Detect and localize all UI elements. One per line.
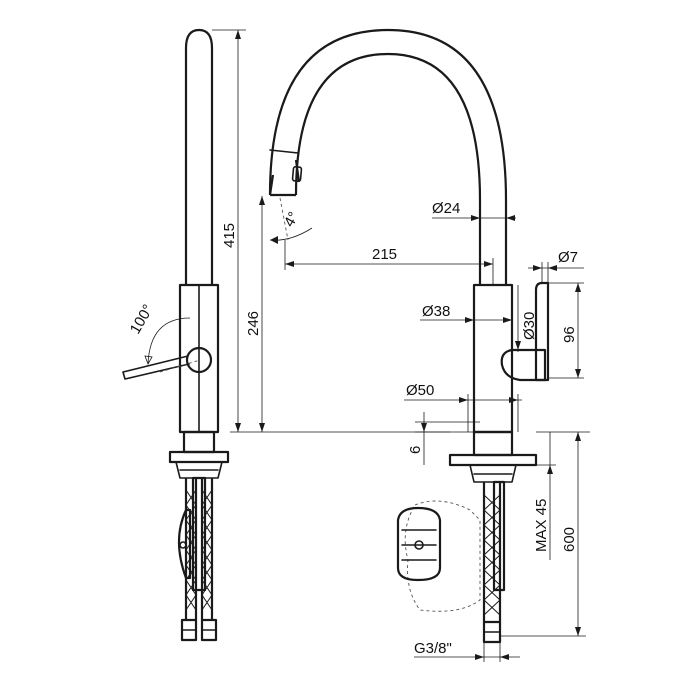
dia-handle-label: Ø7: [558, 249, 578, 266]
dimension-height-total: 415: [212, 29, 480, 433]
dimension-dia-handle: Ø7: [528, 249, 584, 283]
front-spray-button: [291, 166, 303, 182]
front-lever-handle: [534, 281, 550, 382]
dimension-dia-spout: Ø24: [432, 200, 516, 221]
dimension-lever-height: 96: [548, 282, 584, 379]
dimension-thread: G3/8": [414, 640, 520, 662]
height-spout-label: 246: [245, 311, 262, 336]
front-base-collar: [472, 430, 514, 457]
front-spray-head: [268, 159, 301, 197]
front-gooseneck-inner: [294, 52, 482, 285]
front-spray-joint: [269, 149, 299, 154]
dimension-base-thickness: 6: [407, 412, 480, 465]
angle-spout-label: 4°: [281, 209, 303, 230]
front-base-plate: [448, 453, 538, 467]
base-thickness-label: 6: [407, 446, 424, 454]
thread-label: G3/8": [414, 640, 452, 657]
side-lever-handle: [122, 355, 190, 380]
front-view: 4°: [268, 28, 550, 644]
hose-length-label: 600: [561, 527, 578, 552]
wing-nut-detail: [396, 500, 481, 612]
side-lever-knob: [185, 346, 213, 374]
spout-angle-arrow: [270, 236, 278, 244]
side-base-plate: [168, 450, 230, 464]
front-lever-hub: [500, 348, 547, 382]
dimension-reach: 215: [284, 240, 494, 285]
max-deck-label: MAX 45: [533, 499, 550, 552]
dimension-hose-length: 600: [500, 432, 586, 637]
dia-lever-hub-label: Ø30: [521, 312, 538, 340]
side-angle-arrow: [144, 355, 153, 365]
side-hoses: [177, 476, 218, 642]
side-spout-column: [184, 28, 214, 285]
side-base-collar: [182, 430, 216, 454]
front-gooseneck-outer: [268, 28, 508, 285]
height-total-label: 415: [221, 223, 238, 248]
side-base-nut: [175, 461, 223, 479]
dia-spout-label: Ø24: [432, 200, 460, 217]
lever-height-label: 96: [561, 326, 578, 343]
front-body: [472, 283, 514, 434]
side-angle-arc-100: [147, 317, 191, 365]
dia-base-label: Ø50: [406, 382, 434, 399]
dimension-dia-lever-hub: Ø30: [515, 285, 538, 352]
angle-lever-label: 100°: [127, 302, 157, 337]
dimension-dia-body: Ø38: [420, 303, 512, 323]
side-lever-centerline: [159, 359, 201, 373]
dimension-height-spout: 246: [245, 196, 265, 432]
dia-body-label: Ø38: [422, 303, 450, 320]
side-body: [178, 283, 220, 434]
front-hose: [482, 480, 506, 644]
dimension-dia-base: Ø50: [404, 382, 522, 432]
dimension-max-deck: MAX 45: [533, 431, 590, 560]
spout-angle-line: [279, 197, 289, 241]
front-base-nut: [469, 464, 517, 483]
side-view: 100°: [122, 28, 230, 642]
reach-label: 215: [372, 246, 397, 263]
